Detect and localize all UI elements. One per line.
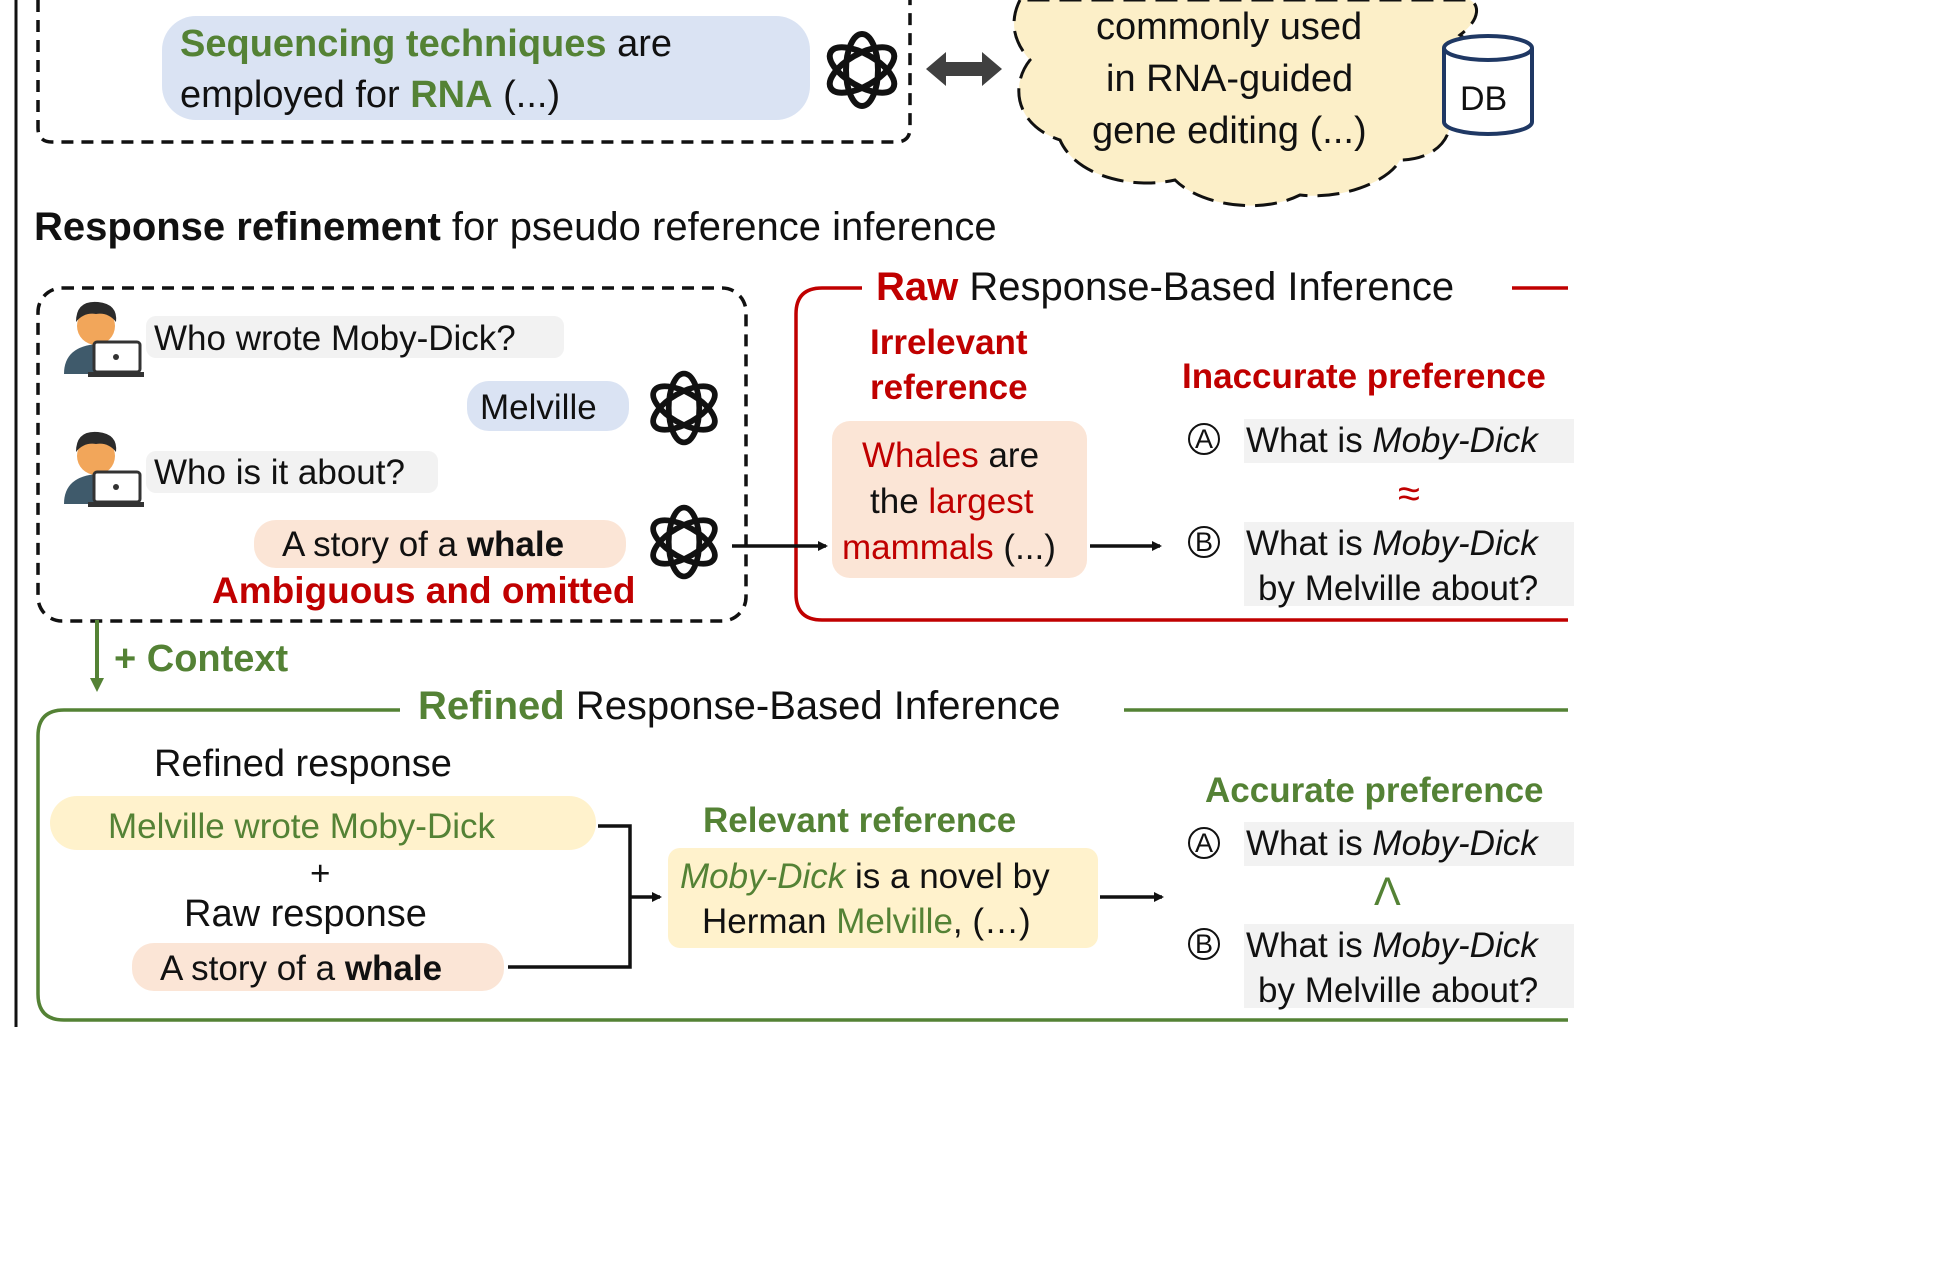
top-response-line1: Sequencing techniques are [180, 23, 673, 65]
keyword-sequencing: Sequencing techniques [180, 23, 607, 65]
raw-option-a: What is Moby-Dick [1246, 421, 1538, 460]
assistant-answer-2: A story of a whale [282, 525, 565, 564]
relevant-ref-line2: Herman Melville, (…) [702, 902, 1031, 941]
accurate-preference-title: Accurate preference [1205, 771, 1544, 810]
cloud-line2: in RNA-guided [1106, 58, 1354, 100]
raw-response-label: Raw response [184, 893, 427, 935]
chat-dashed-box [36, 286, 748, 623]
raw-response-text: A story of a whale [160, 949, 443, 988]
plus-sign: + [310, 854, 331, 893]
section-title: Response refinement for pseudo reference… [34, 205, 997, 249]
user-question-bubble [146, 451, 438, 493]
assistant-answer-bubble [254, 520, 626, 568]
refined-inference-title: Refined Response-Based Inference [418, 684, 1061, 728]
inaccurate-preference-title: Inaccurate preference [1182, 357, 1546, 396]
context-label: + Context [114, 638, 289, 680]
raw-inference-title: Raw Response-Based Inference [876, 265, 1455, 309]
refined-option-b-line2: by Melville about? [1258, 971, 1539, 1010]
irrelevant-ref-line1: Whales are [862, 436, 1040, 475]
raw-response-pill [132, 943, 504, 991]
refined-option-a: What is Moby-Dick [1246, 824, 1538, 863]
option-a-marker: A [1188, 423, 1220, 455]
assistant-answer-bubble [467, 381, 629, 431]
cloud-line1: commonly used [1096, 6, 1363, 48]
top-response-line2: employed for RNA (...) [180, 74, 561, 116]
user-question-1: Who wrote Moby-Dick? [154, 319, 516, 358]
user-question-bubble [146, 316, 564, 358]
top-dashed-box [36, 0, 912, 144]
cloud-line3: gene editing (...) [1092, 110, 1367, 152]
irrelevant-ref-line2: the largest [870, 482, 1034, 521]
raw-option-b-line2: by Melville about? [1258, 569, 1539, 608]
refined-inference-box [36, 708, 1568, 1022]
ambiguous-note: Ambiguous and omitted [212, 570, 636, 611]
raw-inference-box [794, 286, 1568, 622]
option-b-marker: B [1188, 928, 1220, 960]
relevant-reference-box [668, 848, 1098, 948]
irrelevant-label: Irrelevant [870, 323, 1028, 362]
raw-option-b: What is Moby-Dick [1246, 524, 1538, 563]
top-response-bubble [162, 16, 810, 120]
database-icon [1442, 34, 1534, 136]
irrelevant-label-2: reference [870, 368, 1028, 407]
relevant-ref-line1: Moby-Dick is a novel by [680, 857, 1050, 896]
approx-equal-icon: ≈ [1398, 472, 1420, 516]
diagram-lines [14, 0, 1568, 1027]
user-question-2: Who is it about? [154, 453, 405, 492]
user-avatar-icon [58, 424, 144, 510]
llm-icon [816, 24, 908, 116]
keyword-rna: RNA [410, 74, 493, 116]
refined-response-pill [50, 796, 596, 850]
irrelevant-ref-line3: mammals (...) [842, 528, 1056, 567]
option-b-marker: B [1188, 526, 1220, 558]
irrelevant-reference-box [832, 421, 1087, 578]
refined-response-text: Melville wrote Moby-Dick [108, 807, 496, 846]
db-label: DB [1460, 80, 1508, 118]
bidirectional-arrow-icon [926, 52, 1002, 86]
refined-option-b: What is Moby-Dick [1246, 926, 1538, 965]
option-a-marker: A [1188, 827, 1220, 859]
assistant-answer-1: Melville [480, 388, 597, 427]
llm-icon [640, 364, 728, 452]
refined-response-label: Refined response [154, 743, 452, 785]
user-avatar-icon [58, 294, 144, 380]
llm-icon [640, 498, 728, 586]
greater-than-icon: Λ [1374, 870, 1401, 914]
relevant-reference-title: Relevant reference [703, 801, 1017, 840]
